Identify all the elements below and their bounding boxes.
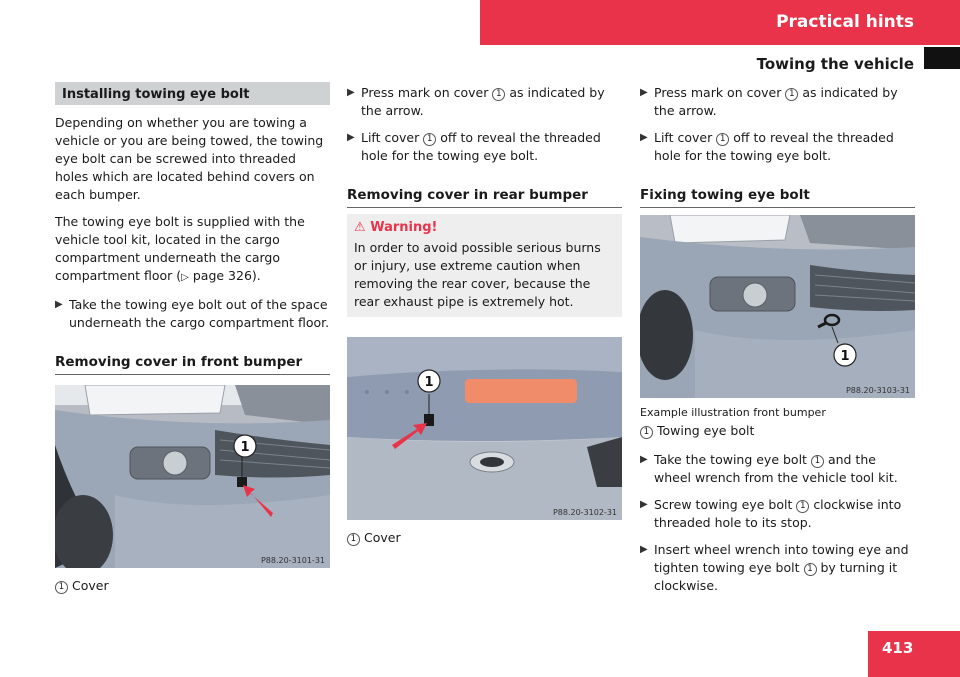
ref-number: 1 xyxy=(492,88,506,101)
step-take-bolt-wrench: ▶ Take the towing eye bolt 1 and the whe… xyxy=(640,451,915,487)
legend-towing-eye-bolt: 1 Towing eye bolt xyxy=(640,423,915,439)
chapter-title: Practical hints xyxy=(776,12,914,32)
ref-number: 1 xyxy=(810,455,824,468)
legend-text: Cover xyxy=(71,578,109,593)
ref-number: 1 xyxy=(785,88,799,101)
section-title: Towing the vehicle xyxy=(756,55,914,73)
warning-text: In order to avoid possible serious burns… xyxy=(354,240,601,309)
warning-title: ⚠ Warning! xyxy=(354,220,615,235)
step-arrow-icon: ▶ xyxy=(347,132,355,143)
page-number-tab: 413 xyxy=(868,631,960,677)
heading-front-bumper: Removing cover in front bumper xyxy=(55,354,330,375)
step-lift-cover: ▶ Lift cover 1 off to reveal the threade… xyxy=(347,129,622,165)
section-marker xyxy=(924,47,960,69)
heading-rear-bumper: Removing cover in rear bumper xyxy=(347,187,622,208)
intro-paragraph: Depending on whether you are towing a ve… xyxy=(55,115,324,202)
image-code: P88.20-3102-31 xyxy=(552,508,617,517)
step-text: Press mark on cover xyxy=(654,85,782,100)
chapter-tab: Practical hints xyxy=(480,0,960,45)
step-arrow-icon: ▶ xyxy=(640,499,648,510)
front-bumper-cover-photo: 1 P88.20-3101-31 xyxy=(55,385,330,568)
step-text: and the wheel wrench from the vehicle to… xyxy=(654,452,898,485)
rear-bumper-cover-photo: 1 P88.20-3102-31 xyxy=(347,337,622,520)
image-code: P88.20-3103-31 xyxy=(845,386,910,395)
step-text: as indicated by the arrow. xyxy=(654,85,898,118)
step-text: Lift cover xyxy=(654,130,713,145)
callout-1: 1 xyxy=(240,440,249,455)
callout-1: 1 xyxy=(840,349,849,364)
toolkit-text: The towing eye bolt is supplied with the… xyxy=(55,214,305,283)
step-arrow-icon: ▶ xyxy=(55,299,63,310)
step-text: off to reveal the threaded hole for the … xyxy=(361,130,601,163)
legend-text: Cover xyxy=(363,530,401,545)
step-screw-bolt: ▶ Screw towing eye bolt 1 clockwise into… xyxy=(640,496,915,532)
rear-bumper-illustration: 1 xyxy=(347,337,622,520)
step-arrow-icon: ▶ xyxy=(640,87,648,98)
column-1: Installing towing eye bolt Depending on … xyxy=(55,82,330,594)
step-take-bolt: ▶ Take the towing eye bolt out of the sp… xyxy=(55,296,330,332)
towing-eye-bolt-photo: 1 P88.20-3103-31 xyxy=(640,215,915,398)
warning-title-text: Warning! xyxy=(370,220,438,235)
step-arrow-icon: ▶ xyxy=(640,454,648,465)
column-3: ▶ Press mark on cover 1 as indicated by … xyxy=(640,82,915,595)
ref-number: 1 xyxy=(803,563,817,576)
step-text: Take the towing eye bolt out of the spac… xyxy=(69,297,330,330)
image-caption: Example illustration front bumper xyxy=(640,406,826,419)
step-text: Insert wheel wrench into towing eye and … xyxy=(654,542,909,575)
page-number: 413 xyxy=(882,639,914,657)
toolkit-paragraph: The towing eye bolt is supplied with the… xyxy=(55,213,330,287)
step-text: Press mark on cover xyxy=(361,85,489,100)
step-text: Lift cover xyxy=(361,130,420,145)
image-code: P88.20-3101-31 xyxy=(260,556,325,565)
towing-bolt-illustration: 1 xyxy=(640,215,915,398)
heading-fixing-bolt: Fixing towing eye bolt xyxy=(640,187,915,208)
step-arrow-icon: ▶ xyxy=(640,132,648,143)
step-arrow-icon: ▶ xyxy=(347,87,355,98)
step-arrow-icon: ▶ xyxy=(640,544,648,555)
page-ref-arrow-icon: ▷ xyxy=(181,272,189,283)
step-text: off to reveal the threaded hole for the … xyxy=(654,130,894,163)
page-ref-link[interactable]: page 326). xyxy=(192,268,261,283)
step-text: by turning it clockwise. xyxy=(654,560,898,593)
step-press-mark: ▶ Press mark on cover 1 as indicated by … xyxy=(347,84,622,120)
step-text: as indicated by the arrow. xyxy=(361,85,605,118)
front-bumper-illustration: 1 xyxy=(55,385,330,568)
ref-number: 1 xyxy=(423,133,437,146)
legend-text: Towing eye bolt xyxy=(656,423,755,438)
warning-box: ⚠ Warning! In order to avoid possible se… xyxy=(347,214,622,317)
step-text: Take the towing eye bolt xyxy=(654,452,807,467)
step-text: Screw towing eye bolt xyxy=(654,497,793,512)
legend-cover: 1 Cover xyxy=(55,578,330,594)
step-text: clockwise into threaded hole to its stop… xyxy=(654,497,902,530)
warning-triangle-icon: ⚠ xyxy=(354,220,366,235)
step-press-mark: ▶ Press mark on cover 1 as indicated by … xyxy=(640,84,915,120)
step-lift-cover: ▶ Lift cover 1 off to reveal the threade… xyxy=(640,129,915,165)
box-title: Installing towing eye bolt xyxy=(55,82,330,105)
legend-number: 1 xyxy=(55,581,68,594)
callout-1: 1 xyxy=(424,375,433,390)
legend-number: 1 xyxy=(347,533,360,546)
ref-number: 1 xyxy=(796,500,810,513)
ref-number: 1 xyxy=(716,133,730,146)
legend-number: 1 xyxy=(640,426,653,439)
column-2: ▶ Press mark on cover 1 as indicated by … xyxy=(347,82,622,546)
legend-cover: 1 Cover xyxy=(347,530,622,546)
step-tighten-bolt: ▶ Insert wheel wrench into towing eye an… xyxy=(640,541,915,595)
